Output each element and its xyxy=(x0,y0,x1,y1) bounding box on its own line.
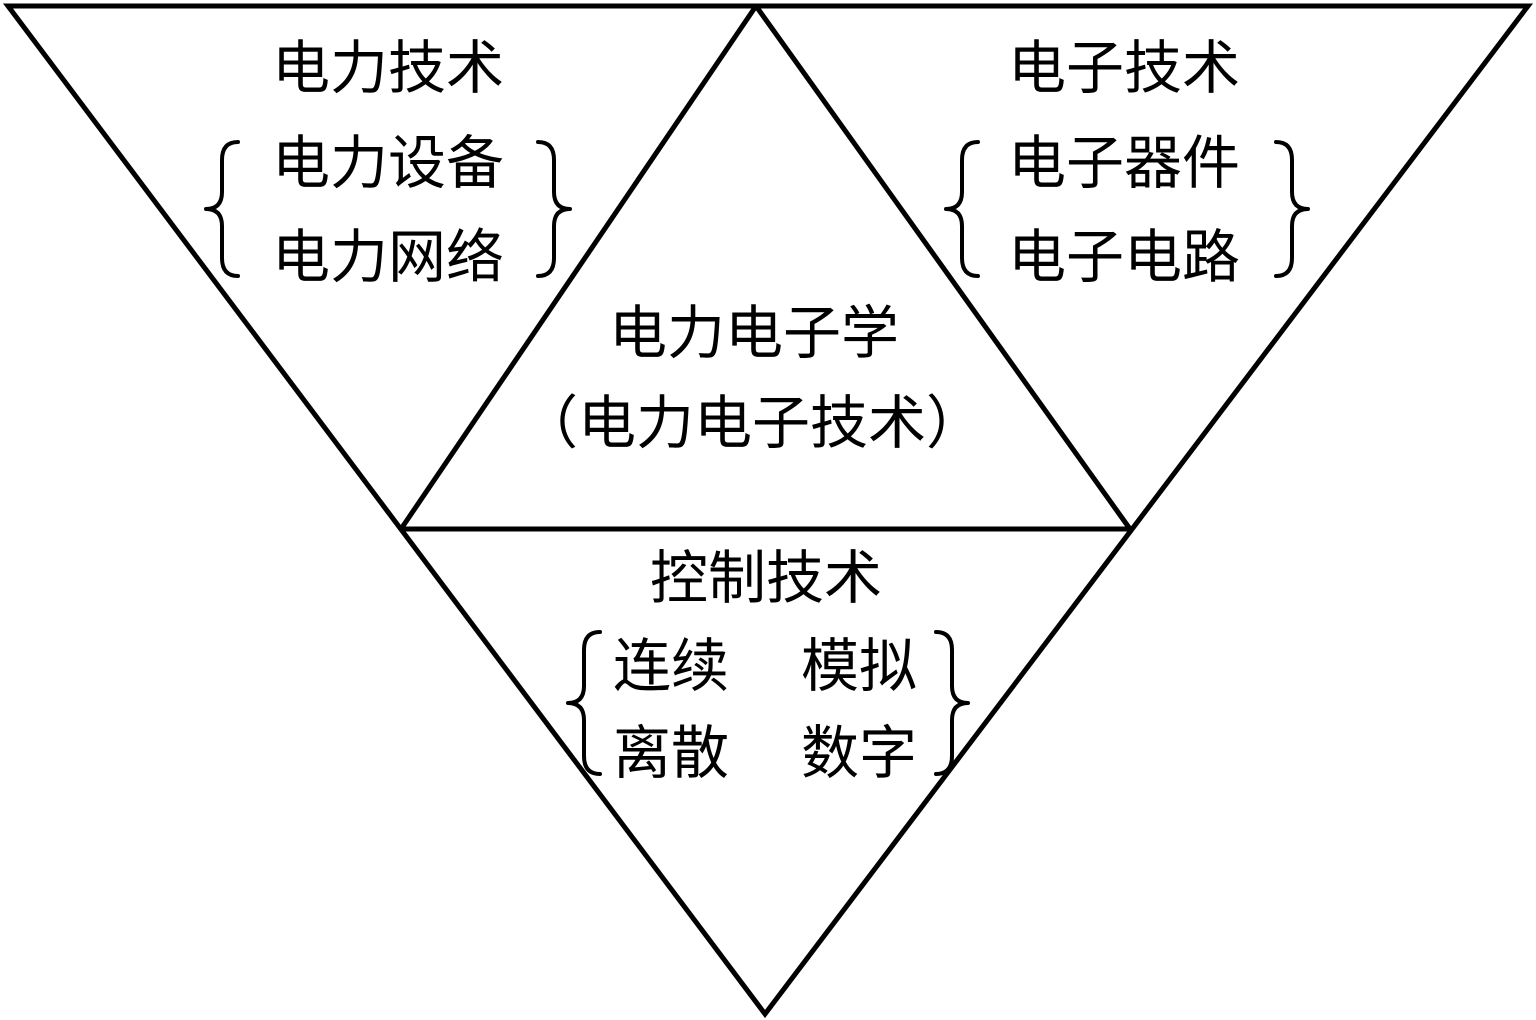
left-region-close-brace xyxy=(536,140,572,278)
right-region-open-brace xyxy=(944,140,980,278)
divider-right xyxy=(753,4,1133,531)
region-power-electronics: 电力电子学 （电力电子技术） xyxy=(520,299,984,457)
region-bottom-item-discrete: 离散 xyxy=(613,719,729,787)
region-left-title: 电力技术 xyxy=(272,34,504,102)
region-right-title: 电子技术 xyxy=(1008,34,1240,102)
region-left-item-2: 电力网络 xyxy=(272,223,504,291)
left-region-open-brace xyxy=(204,140,240,278)
region-power-technology: 电力技术 电力设备 电力网络 xyxy=(204,34,572,291)
region-right-item-1: 电子器件 xyxy=(1008,129,1240,197)
region-control-technology: 控制技术 连续 模拟 离散 数字 xyxy=(566,544,970,787)
region-bottom-item-analog: 模拟 xyxy=(801,632,917,700)
right-region-close-brace xyxy=(1274,140,1310,278)
divider-left xyxy=(398,4,759,531)
region-bottom-item-digital: 数字 xyxy=(801,719,917,787)
outer-triangle xyxy=(2,3,1534,1019)
region-bottom-title: 控制技术 xyxy=(650,544,882,612)
region-right-item-2: 电子电路 xyxy=(1008,223,1240,291)
bottom-region-open-brace xyxy=(566,630,602,776)
region-center-subtitle: （电力电子技术） xyxy=(520,389,984,457)
bottom-region-close-brace xyxy=(934,630,970,776)
region-left-item-1: 电力设备 xyxy=(272,129,504,197)
region-center-title: 电力电子学 xyxy=(609,299,899,367)
region-electronic-technology: 电子技术 电子器件 电子电路 xyxy=(944,34,1310,291)
region-bottom-item-continuous: 连续 xyxy=(613,632,729,700)
